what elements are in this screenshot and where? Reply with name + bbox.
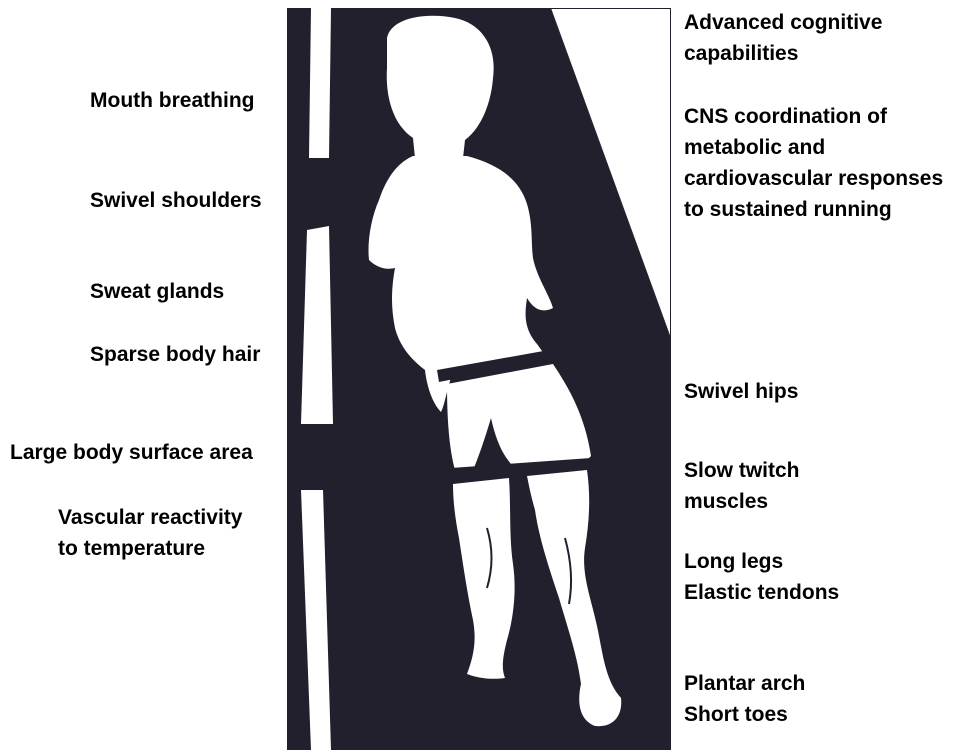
label-arch-toes: Plantar arch Short toes: [684, 668, 805, 730]
label-swivel-hips: Swivel hips: [684, 376, 798, 407]
label-vascular-reactivity: Vascular reactivity to temperature: [58, 502, 242, 564]
label-sparse-body-hair: Sparse body hair: [90, 339, 260, 370]
label-cns-coordination: CNS coordination of metabolic and cardio…: [684, 101, 943, 225]
label-mouth-breathing: Mouth breathing: [90, 85, 254, 116]
label-advanced-cognitive: Advanced cognitive capabilities: [684, 7, 882, 69]
runner-silhouette-figure: [287, 8, 671, 750]
label-legs-tendons: Long legs Elastic tendons: [684, 546, 839, 608]
label-large-body-surface-area: Large body surface area: [10, 437, 253, 468]
background-stripe-upper: [309, 8, 331, 158]
label-slow-twitch: Slow twitch muscles: [684, 455, 800, 517]
label-swivel-shoulders: Swivel shoulders: [90, 185, 262, 216]
label-sweat-glands: Sweat glands: [90, 276, 224, 307]
